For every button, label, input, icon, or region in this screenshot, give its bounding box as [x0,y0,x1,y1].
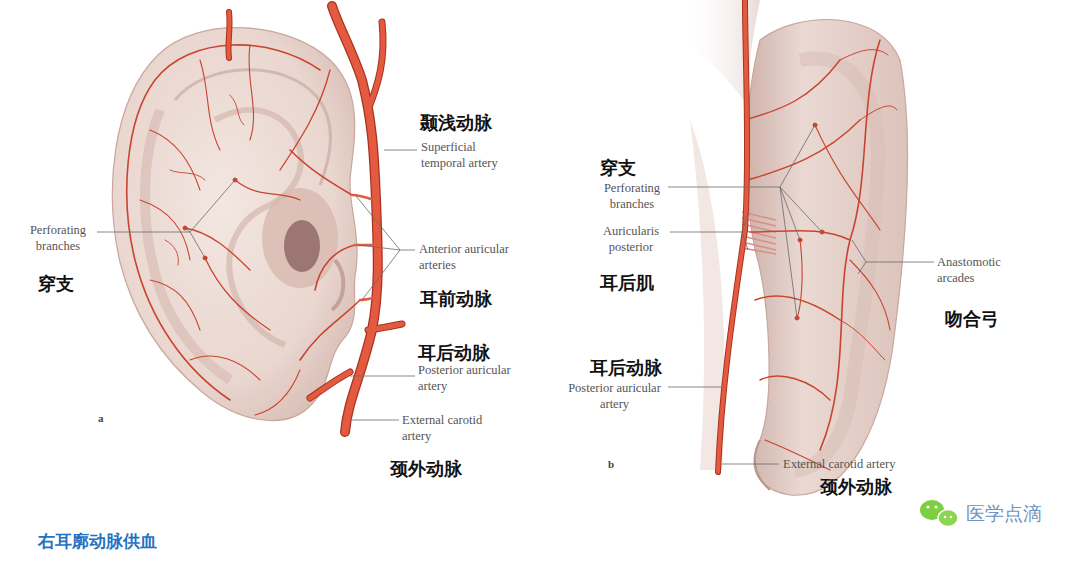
wechat-icon-part [934,505,937,508]
major-arteries-lateral-part [352,195,376,300]
ear-posterior [680,0,908,495]
ear-arteries-posterior-part [745,60,840,120]
ear-arteries-lateral-part [150,130,200,190]
leader-lines-part [350,376,415,377]
part-name: Anterior auricular arteries [419,241,519,274]
part-name-zh: 穿支 [600,157,636,180]
part-name: Posterior auricular artery [562,380,667,413]
ear-arteries-lateral-part [185,228,250,270]
ear-arteries-lateral-part [127,45,320,400]
part-name-zh: 耳前动脉 [420,288,492,311]
ear-arteries-lateral-part [140,200,190,260]
part-name: Anastomotic arcades [937,254,1037,287]
leader-lines-part [668,387,721,388]
leader-lines-part [352,420,399,421]
ear-lateral-part [145,110,230,380]
leader-lines-part [722,464,779,465]
part-name-zh: 耳后动脉 [418,342,490,365]
part-name: Posterior auricular artery [418,362,518,395]
ear-arteries-posterior-part [748,120,860,180]
part-name-zh: 颈外动脉 [820,476,892,499]
major-arteries-lateral-part [310,372,350,398]
leader-lines-part [356,196,415,300]
part-name: External carotid artery [783,456,953,472]
ear-arteries-lateral-part [200,60,220,150]
posterior-auricular-artery-b-part [718,0,747,472]
major-arteries-lateral-part [332,6,378,432]
posterior-auricular-artery-b [718,0,747,472]
ear-arteries-lateral-part [190,356,260,380]
part-name: Auricularis posterior [594,223,668,256]
ear-arteries-lateral-part [280,70,330,170]
ear-lateral-part [112,28,357,421]
part-name: Perforating branches [596,180,668,213]
ear-arteries-posterior-part [755,296,840,320]
major-arteries-lateral-part [368,22,383,110]
ear-lateral-part [284,220,320,272]
ear-lateral-part [262,188,338,288]
ear-arteries-lateral [127,45,360,415]
ear-arteries-posterior-part [760,376,830,400]
ear-arteries-lateral-part [255,370,300,415]
watermark: 医学点滴 [966,502,1042,526]
wechat-icon-part [950,516,953,519]
wechat-icon-part [938,510,958,527]
ear-arteries-lateral-part [315,245,355,290]
ear-posterior-part [755,440,770,490]
ear-arteries-lateral-part [205,258,270,330]
ear-arteries-posterior-part [797,240,802,318]
ear-arteries-lateral-part [300,300,360,360]
leader-lines-part [97,180,235,258]
major-arteries-lateral-part [368,324,402,330]
major-arteries-lateral-part [228,12,229,58]
figure-caption: 右耳廓动脉供血 [38,531,157,552]
ear-arteries-posterior-part [820,40,880,450]
leader-lines-part [852,240,934,274]
posterior-auricular-artery-b-part [718,0,747,472]
leader-lines-part [384,150,417,151]
ear-arteries-posterior-part [840,50,897,360]
ear-lateral-part [332,260,343,310]
major-arteries-lateral-part [368,22,383,110]
ear-posterior-part [795,58,878,470]
part-name: Superficial temporal artery [421,139,521,172]
major-arteries-lateral-part [310,372,350,398]
major-arteries-lateral-part [228,12,229,58]
ear-arteries-lateral-part [290,150,352,195]
ear-arteries-lateral-part [235,180,300,200]
ear-arteries-lateral-part [165,95,244,265]
leader-lines-part [670,214,748,250]
figure-letter: a [98,412,104,426]
ear-arteries-posterior-part [815,125,880,230]
part-name-zh: 颞浅动脉 [420,112,492,135]
part-name-zh: 颈外动脉 [390,458,462,481]
ear-posterior-part [746,20,907,496]
major-arteries-lateral-part [332,6,378,432]
major-arteries-lateral [228,6,402,432]
part-name-zh: 耳后肌 [600,272,654,295]
part-name-zh: 吻合弓 [945,308,999,331]
ear-arteries-posterior [745,40,897,470]
ear-arteries-posterior-part [850,260,890,330]
wechat-icon-part [926,505,929,508]
leader-lines-part [668,125,822,318]
part-name-zh: 穿支 [38,273,74,296]
wechat-icon-part [944,516,947,519]
figure-letter: b [608,458,614,472]
part-name: Perforating branches [20,222,96,255]
wechat-icon [920,500,958,527]
part-name: External carotid artery [402,412,512,445]
part-name-zh: 耳后动脉 [590,357,662,380]
ear-lateral [112,28,357,421]
ear-arteries-lateral-part [150,280,200,330]
ear-arteries-lateral-part [249,45,254,140]
leader-lines [97,125,934,464]
